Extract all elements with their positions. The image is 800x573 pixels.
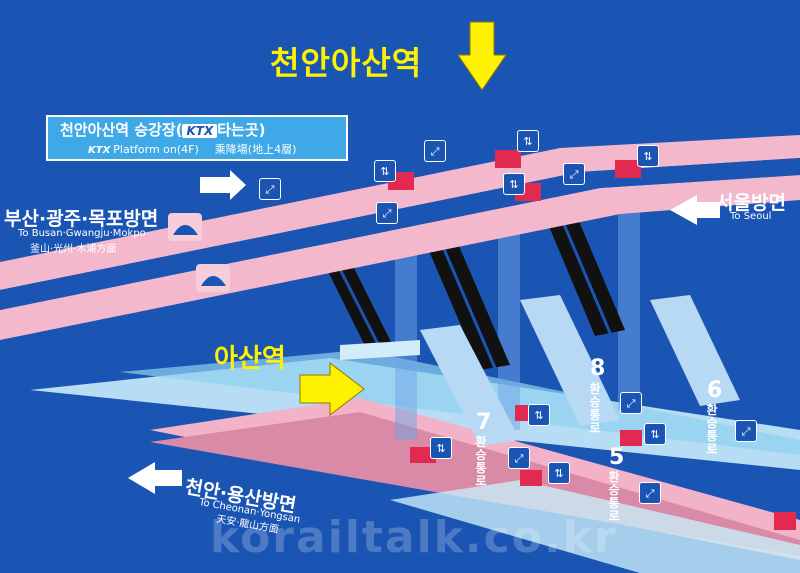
arrow-right-icon (200, 170, 246, 200)
elevator-shaft (498, 230, 520, 430)
exit-number-5: 5 (609, 445, 625, 470)
elevator-block (620, 430, 642, 446)
exit-number-6: 6 (707, 378, 723, 403)
title-station: 천안아산역 (270, 44, 423, 82)
elevator-block (615, 160, 641, 178)
arrow-right-icon (299, 361, 365, 417)
escalator-icon: ⤢ (424, 140, 446, 162)
elevator-icon: ⇅ (644, 423, 666, 445)
platform-box-cn: 乘降場(地上4層) (214, 143, 297, 156)
direction-busan-en: To Busan·Gwangju·Mokpo (18, 228, 146, 239)
elevator-icon: ⇅ (503, 173, 525, 195)
escalator-icon: ⤢ (259, 178, 281, 200)
elevator-icon: ⇅ (637, 145, 659, 167)
elevator-icon: ⇅ (548, 462, 570, 484)
elevator-block (774, 512, 796, 530)
stairs (650, 295, 740, 406)
exit-7-transfer: 환승통로 (475, 435, 487, 488)
exit-number-7: 7 (476, 410, 492, 435)
elevator-icon: ⇅ (517, 130, 539, 152)
direction-seoul-label: 서울방면 (716, 192, 786, 214)
platform-box-en: Platform on(4F) (113, 143, 199, 156)
watermark: korailtalk.co.kr (210, 512, 618, 563)
elevator-icon: ⇅ (374, 160, 396, 182)
elevator-shaft (618, 190, 640, 410)
escalator-icon: ⤢ (508, 447, 530, 469)
elevator-block (495, 150, 521, 168)
ktx-platform-lower (0, 175, 800, 340)
stairs (420, 325, 520, 446)
elevator-block (410, 447, 436, 463)
platform-box-suffix: 타는곳) (217, 121, 266, 139)
ktx-platform-upper (0, 135, 800, 290)
stairs (520, 295, 620, 426)
arrow-left-icon (670, 195, 720, 225)
escalator-icon: ⤢ (735, 420, 757, 442)
escalator-icon: ⤢ (639, 482, 661, 504)
exit-8-transfer: 환승통로 (589, 382, 601, 435)
elevator-block (520, 470, 542, 486)
platform-box-prefix: 천안아산역 승강장( (60, 121, 183, 139)
arrow-left-icon (128, 462, 182, 494)
direction-seoul-en: To Seoul (730, 211, 772, 222)
lower-station: 아산역 (214, 344, 286, 374)
ktx-logo: KTX (182, 124, 218, 138)
exit-6-transfer: 환승통로 (706, 403, 718, 456)
lower-platform-strip (390, 480, 800, 573)
elevator-icon: ⇅ (430, 437, 452, 459)
arrow-down-icon (457, 21, 507, 91)
direction-busan-cn: 釜山·光州·木浦方面 (30, 244, 117, 255)
ktx-track (0, 158, 800, 310)
ktx-logo-small: KTX (88, 145, 111, 156)
exit-number-8: 8 (590, 356, 606, 381)
direction-busan-label: 부산·광주·목포방면 (4, 208, 159, 230)
elevator-shaft (395, 240, 417, 440)
escalator-icon: ⤢ (376, 202, 398, 224)
elevator-icon: ⇅ (528, 404, 550, 426)
escalator-icon: ⤢ (620, 392, 642, 414)
escalator-icon: ⤢ (563, 163, 585, 185)
stairs (340, 340, 420, 360)
exit-5-transfer: 환승통로 (608, 470, 620, 523)
